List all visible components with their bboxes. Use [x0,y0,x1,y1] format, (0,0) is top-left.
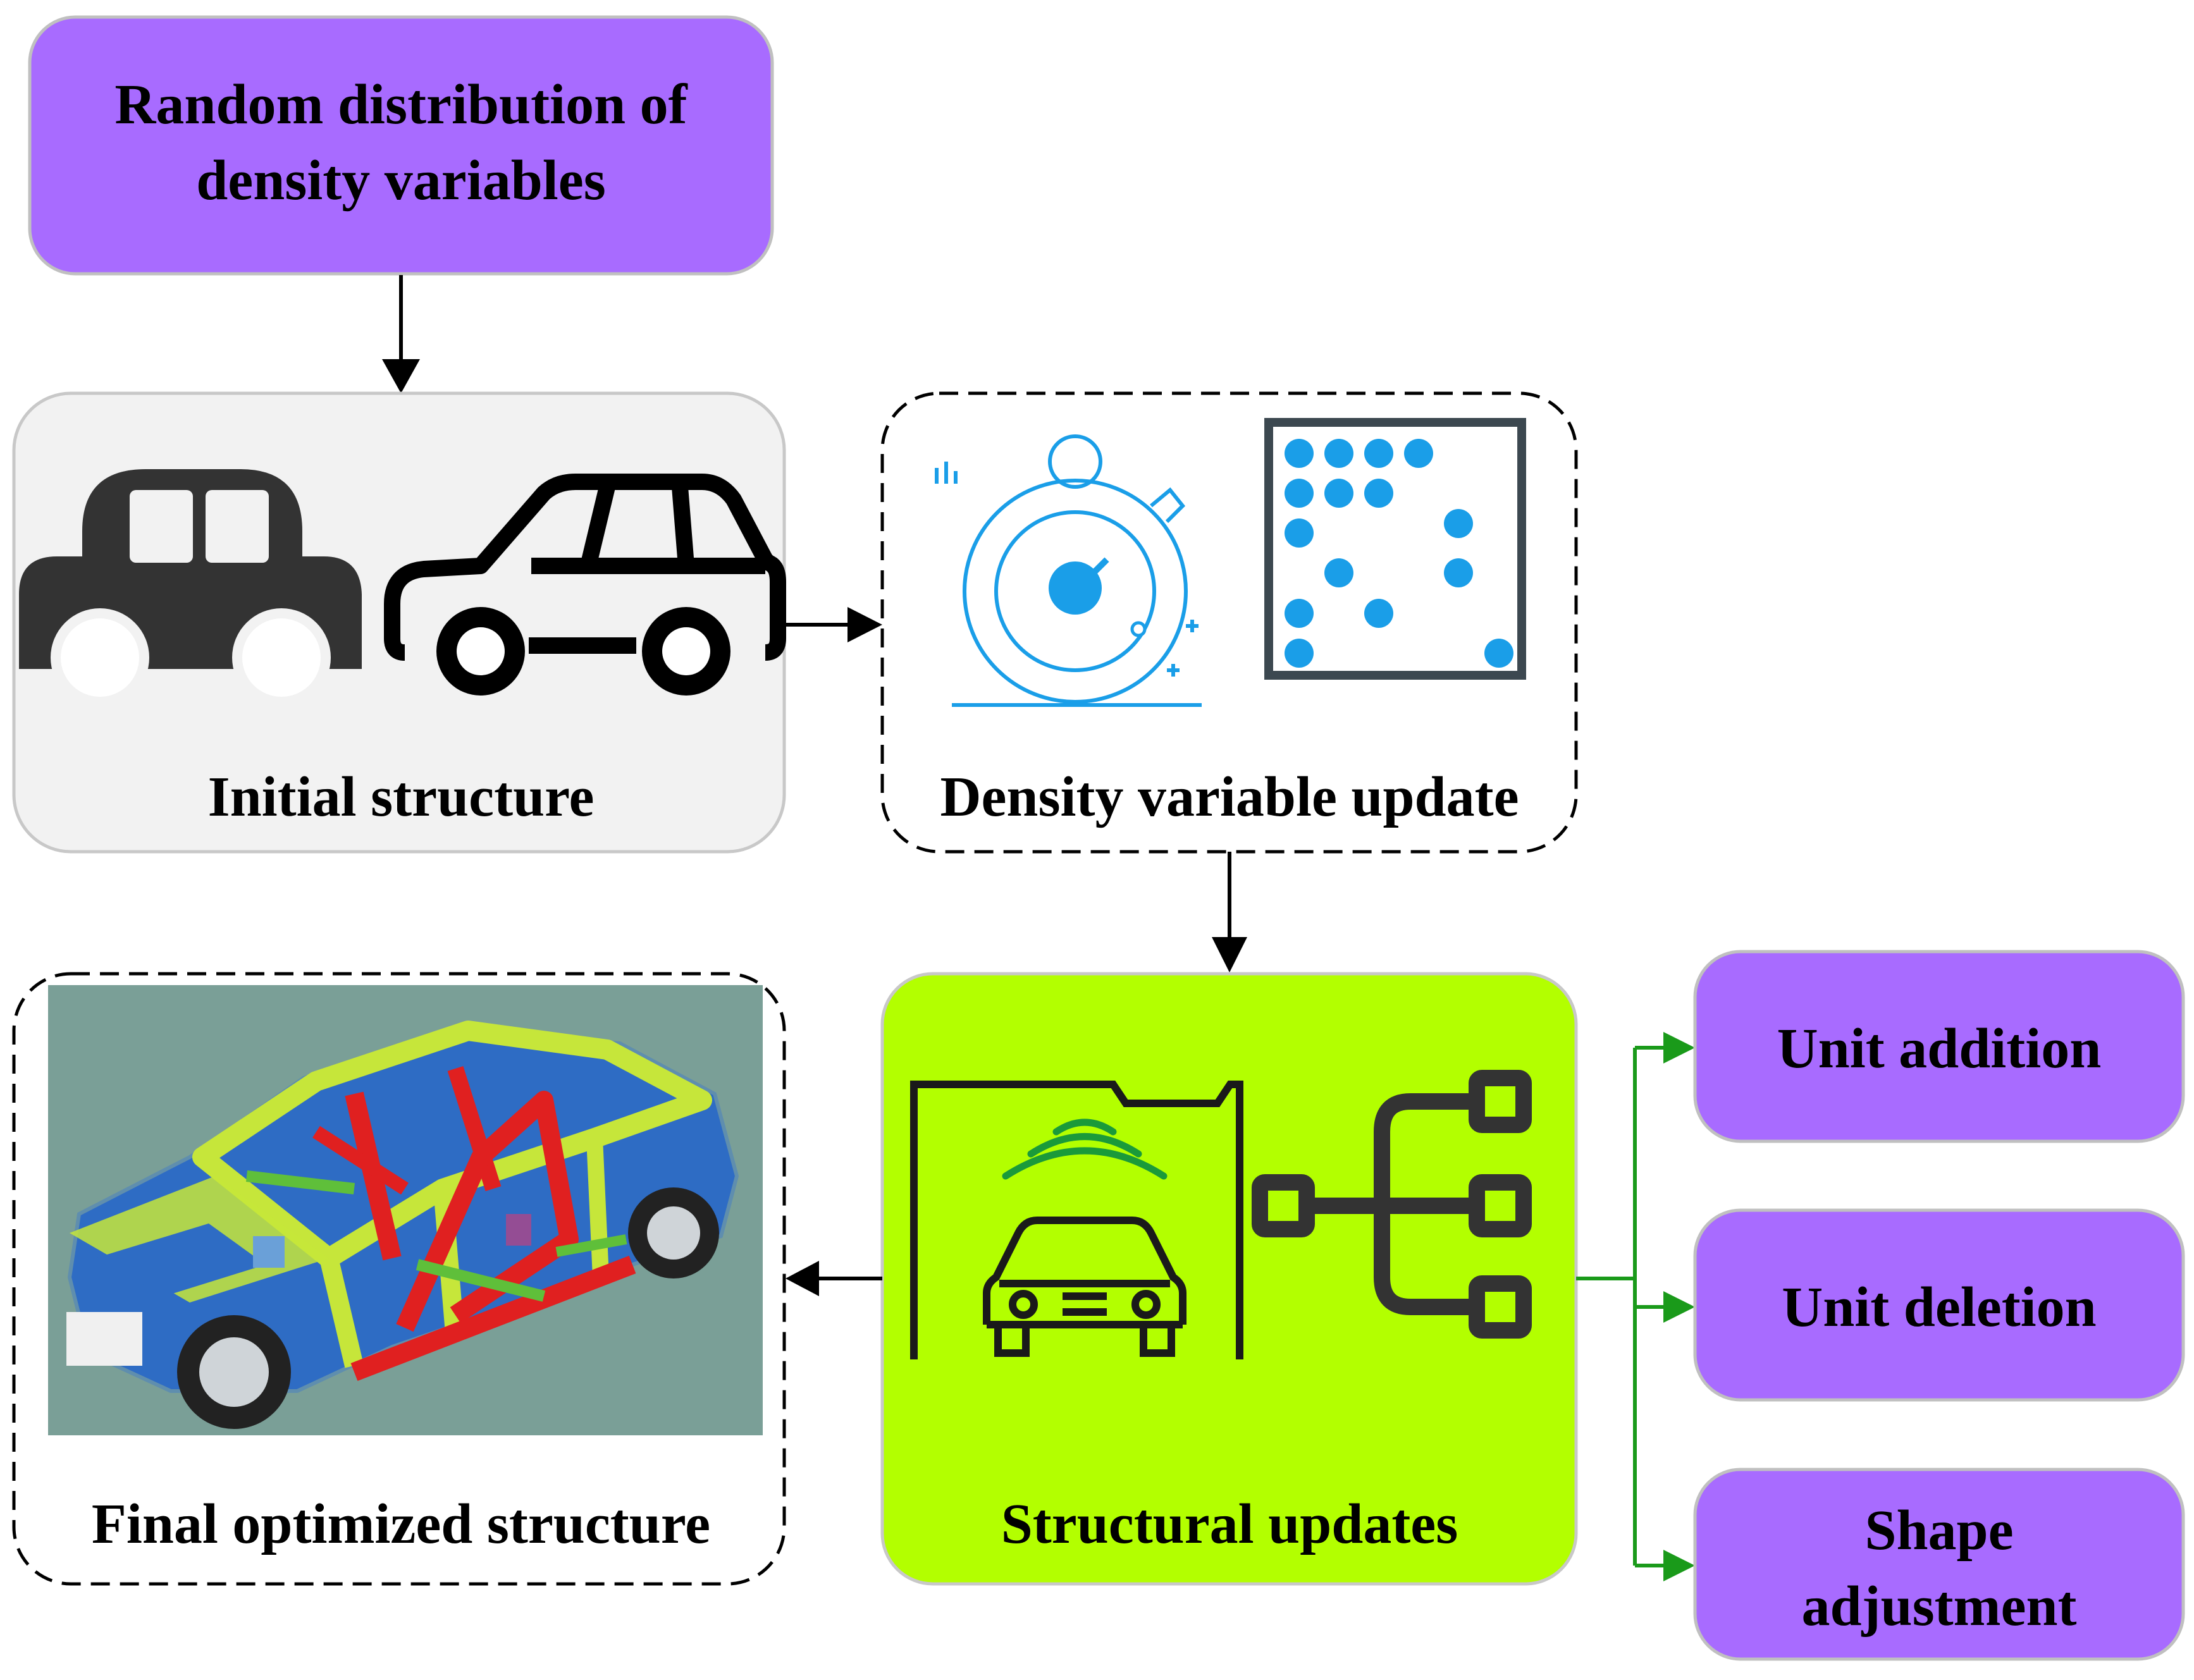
arrow-head-random-to-initial [382,359,420,393]
hierarchy-tree-icon [1252,1070,1532,1339]
shape-adjustment-line-1: Shape [1864,1499,2013,1562]
branch-arrow-head-2 [1663,1291,1695,1323]
final-structure-node: Final optimized structure [12,972,786,1586]
density-update-node: Density variable update [880,391,1578,854]
structural-updates-node: Structural updates [880,972,1578,1586]
car-body-in-white-image [48,985,763,1435]
initial-structure-node: Initial structure [12,391,786,854]
branch-connector [1576,1046,1670,1567]
gauge-needle [1079,557,1109,587]
unit-deletion-node: Unit deletion [1693,1208,2185,1402]
signal-waves-icon [1002,1119,1168,1180]
arrow-head-structural-to-final [786,1261,819,1296]
outline-car-icon [384,474,786,661]
solid-car-icon [19,469,362,707]
outline-car-wheels [436,607,730,696]
shape-adjustment-line-2: adjustment [1801,1575,2076,1638]
branch-arrow-head-3 [1663,1550,1695,1581]
random-distribution-line-1: Random distribution of [114,73,687,136]
density-update-label: Density variable update [940,766,1519,828]
random-distribution-node: Random distribution of density variables [28,15,774,276]
gauge-icon [935,434,1202,707]
structural-updates-label: Structural updates [1001,1493,1458,1555]
arrow-head-density-to-structural [1212,937,1247,972]
gauge-marker [1130,621,1147,637]
initial-structure-label: Initial structure [208,766,595,828]
shape-adjustment-node: Shape adjustment [1693,1468,2185,1661]
random-distribution-line-2: density variables [196,149,606,212]
arrow-head-initial-to-density [847,607,882,642]
unit-addition-node: Unit addition [1693,950,2185,1143]
final-structure-label: Final optimized structure [92,1493,710,1555]
branch-arrow-head-1 [1663,1032,1695,1064]
unit-addition-label: Unit addition [1777,1017,2102,1080]
density-matrix-icon [1264,418,1526,680]
unit-deletion-label: Unit deletion [1782,1276,2097,1339]
car-scanner-icon [910,1081,1243,1359]
